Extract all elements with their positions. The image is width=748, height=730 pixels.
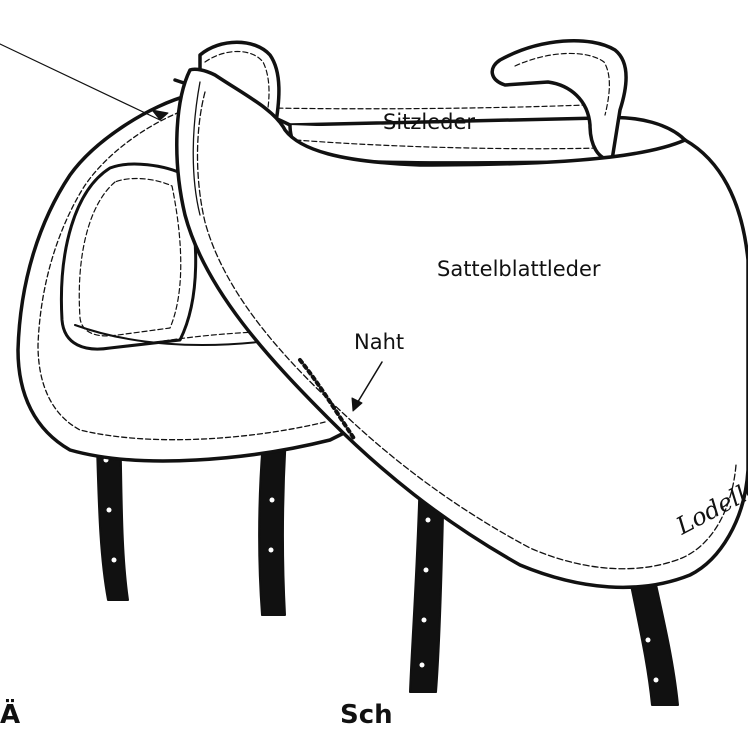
label-sattelblattleder: Sattelblattleder	[437, 257, 601, 281]
cutoff-text-right: Sch	[340, 700, 393, 730]
saddle-diagram: Lodelle Sitzleder Sattelblattleder Naht …	[0, 0, 748, 715]
label-naht: Naht	[354, 330, 404, 354]
cutoff-text-left: Ä	[0, 700, 20, 730]
saddle-drawing: Lodelle	[0, 0, 748, 715]
label-sitzleder: Sitzleder	[383, 110, 475, 134]
